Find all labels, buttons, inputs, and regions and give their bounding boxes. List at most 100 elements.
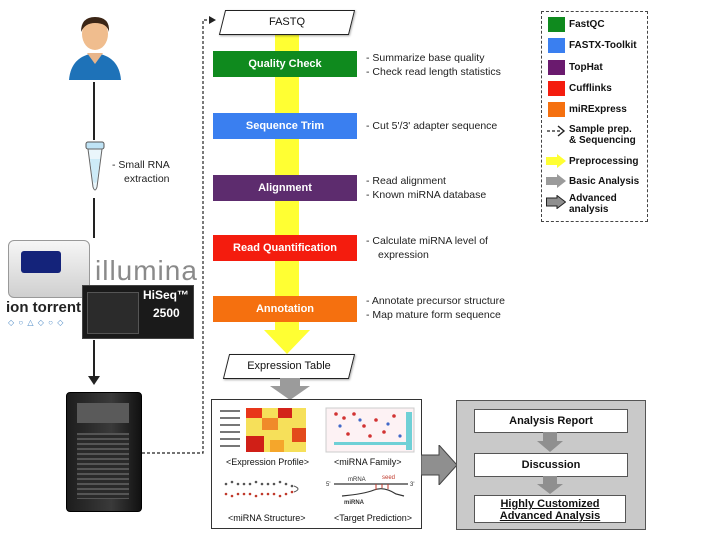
hiseq-label: HiSeq™ [143,288,190,302]
quality-check-note-2: Check read length statistics [366,65,500,79]
researcher-icon [69,17,121,80]
caption-mirna-family: <miRNA Family> [334,457,402,467]
legend-swatch-fastx [548,38,565,53]
structure-lower-strand [224,490,294,498]
legend-label-basic-analysis: Basic Analysis [569,176,640,187]
workstation-drive-bay [77,403,129,423]
sequence-trim-notes: Cut 5'/3' adapter sequence [366,119,497,133]
target-prediction: seed mRNA miRNA 5' 3' [326,475,414,506]
mirna-structure [224,480,299,498]
quality-check-note-1: Summarize base quality [366,51,501,65]
alignment-notes: Read alignment Known miRNA database [366,174,486,202]
workstation-grille [77,433,129,499]
alignment-note-2: Known miRNA database [366,188,486,202]
target-mirna-label: miRNA [344,500,365,506]
read-quantification-notes: Calculate miRNA level of expression [366,234,488,262]
legend-yellow-arrow-icon [546,154,566,168]
step-annotation-label: Annotation [255,303,315,315]
target-three-prime: 3' [410,482,414,488]
target-seed-label: seed [382,475,395,481]
annotation-notes: Annotate precursor structure Map mature … [366,294,505,322]
family-blue-dots [338,418,402,438]
family-dots [334,412,396,438]
read-quantification-note-1: Calculate miRNA level of [366,234,488,248]
annotation-note-1: Annotate precursor structure [366,294,505,308]
extraction-note-line2: extraction [124,173,170,185]
ion-torrent-screen [21,251,61,273]
heatmap-cells [246,408,306,452]
legend-label-mirexpress: miRExpress [569,104,627,115]
legend-label-advanced-analysis: Advanced analysis [569,193,617,215]
expression-heatmap [220,408,306,452]
fastq-input: FASTQ [218,10,356,35]
step-alignment: Alignment [213,175,357,201]
analysis-report-box: Analysis Report [474,409,628,433]
discussion-label: Discussion [521,459,581,471]
read-quantification-note-2: expression [378,249,429,261]
custom-analysis-line2: Advanced Analysis [499,510,601,522]
sequence-trim-note-1: Cut 5'/3' adapter sequence [366,119,497,133]
expression-table-output: Expression Table [222,354,356,379]
legend-label-cufflinks: Cufflinks [569,83,612,94]
alignment-note-1: Read alignment [366,174,486,188]
expression-table-label: Expression Table [247,360,331,372]
hiseq-machine: HiSeq™ 2500 [82,285,194,339]
flow-line-person [93,82,95,140]
results-panel: <Expression Profile> <miRNA Family> [211,399,422,529]
flow-arrowhead-down [88,376,100,385]
legend-swatch-tophat [548,60,565,75]
legend-grey-arrow-icon [546,174,566,188]
step-annotation: Annotation [213,296,357,322]
step-sequence-trim-label: Sequence Trim [245,120,325,132]
legend-swatch-fastqc [548,17,565,32]
caption-mirna-structure: <miRNA Structure> [228,513,306,523]
legend-swatch-mirexpress [548,102,565,117]
heatmap-row-labels [220,410,240,447]
extraction-note: Small RNA extraction [112,158,170,186]
legend-swatch-cufflinks [548,81,565,96]
legend-advanced-line1: Advanced [569,193,617,204]
legend-label-preprocessing: Preprocessing [569,156,639,167]
ion-torrent-dots: ◇ ○ △ ◇ ○ ◇ [8,318,65,327]
step-quality-check: Quality Check [213,51,357,77]
fastq-input-label: FASTQ [268,16,306,28]
workstation-computer [66,392,142,512]
analysis-report-label: Analysis Report [509,415,593,427]
legend-sample-prep-line1: Sample prep. [569,124,632,135]
advanced-analysis-arrow [421,445,457,485]
legend-dashed-arrow-icon [547,125,566,137]
legend-label-sample-prep: Sample prep. & Sequencing [569,124,636,146]
step-read-quantification: Read Quantification [213,235,357,261]
target-mrna-label: mRNA [348,477,366,483]
step-read-quantification-label: Read Quantification [233,242,337,254]
legend-sample-prep-line2: & Sequencing [569,135,636,146]
sample-tube-icon [85,141,105,191]
flow-line-sequencer [93,340,95,376]
caption-target-prediction: <Target Prediction> [334,513,413,523]
step-alignment-label: Alignment [258,182,312,194]
basic-analysis-arrow [270,378,310,400]
caption-expression-profile: <Expression Profile> [226,457,310,467]
legend-label-tophat: TopHat [569,62,603,73]
mirna-family-plot [325,407,415,453]
step-sequence-trim: Sequence Trim [213,113,357,139]
hiseq-front-panel [87,292,139,334]
advanced-analysis-panel: Analysis Report Discussion Highly Custom… [456,400,646,530]
legend-advanced-line2: analysis [569,204,609,215]
illumina-logo: illumina [95,255,198,286]
discussion-box: Discussion [474,453,628,477]
structure-upper-strand [224,480,294,488]
flow-line-tube [93,198,95,238]
legend-label-fastqc: FastQC [569,19,605,30]
legend-outlined-arrow-icon [546,195,566,209]
extraction-note-line1: Small RNA [112,158,169,172]
hiseq-model: 2500 [153,306,180,320]
custom-analysis-line1: Highly Customized [500,498,600,510]
custom-analysis-box: Highly Customized Advanced Analysis [474,495,626,523]
legend-label-fastx: FASTX-Toolkit [569,40,637,51]
step-quality-check-label: Quality Check [248,58,322,70]
legend-box: FastQC FASTX-Toolkit TopHat Cufflinks mi… [541,11,648,222]
advanced-internal-arrows [537,432,563,494]
target-five-prime: 5' [326,482,330,488]
